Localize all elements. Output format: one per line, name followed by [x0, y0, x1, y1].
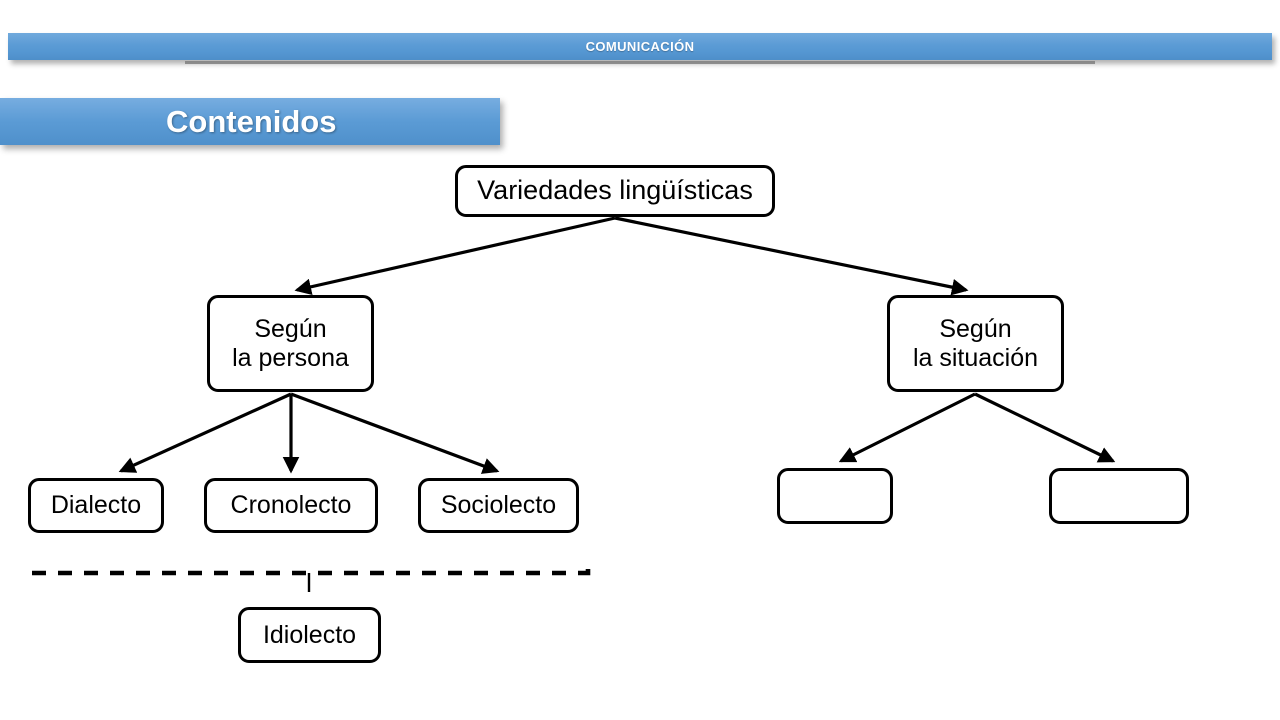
top-banner-underline	[185, 61, 1095, 64]
node-variedades-linguisticas[interactable]: Variedades lingüísticas	[455, 165, 775, 217]
node-cronolecto[interactable]: Cronolecto	[204, 478, 378, 533]
node-sociolecto[interactable]: Sociolecto	[418, 478, 579, 533]
top-banner: COMUNICACIÓN	[8, 33, 1272, 60]
section-banner: Contenidos	[0, 98, 500, 145]
page-title: Contenidos	[166, 103, 337, 139]
dashed-bracket-line	[32, 565, 591, 576]
edge-situacion-to-empty-left	[838, 392, 976, 463]
node-segun-la-persona[interactable]: Según la persona	[207, 295, 374, 392]
top-banner-title: COMUNICACIÓN	[585, 39, 695, 54]
node-empty-right[interactable]	[1049, 468, 1189, 524]
node-dialecto[interactable]: Dialecto	[28, 478, 164, 533]
edge-root-to-segun-persona	[294, 216, 616, 296]
edge-situacion-to-empty-right	[974, 392, 1116, 463]
edge-persona-to-sociolecto	[290, 392, 500, 474]
edge-root-to-segun-situacion	[614, 216, 969, 296]
node-idiolecto[interactable]: Idiolecto	[238, 607, 381, 663]
node-empty-left[interactable]	[777, 468, 893, 524]
node-segun-la-situacion[interactable]: Según la situación	[887, 295, 1064, 392]
edge-persona-to-dialecto	[118, 392, 292, 473]
